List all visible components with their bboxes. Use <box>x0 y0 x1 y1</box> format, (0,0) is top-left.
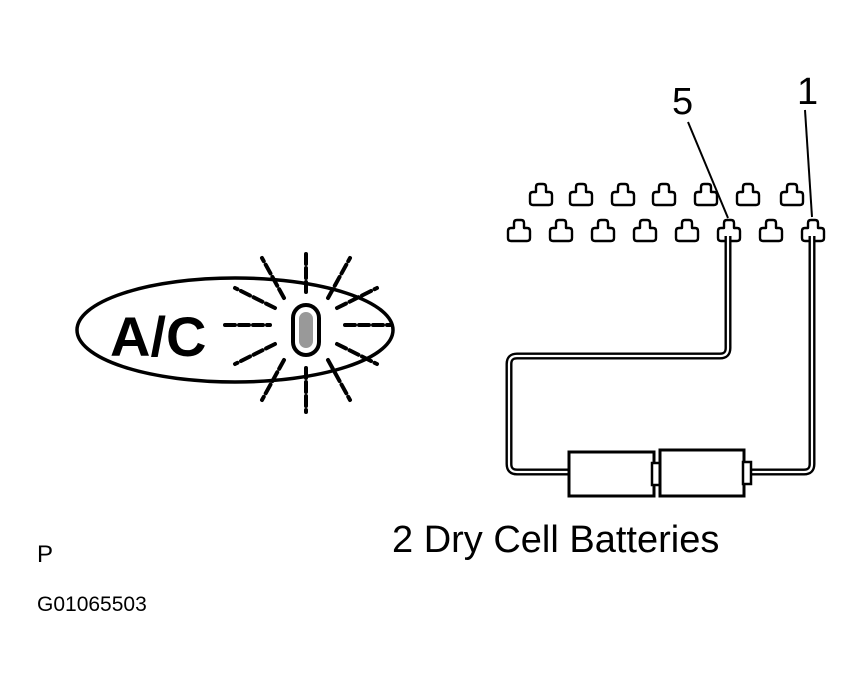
corner-letter: P <box>37 541 53 568</box>
battery-caption: 2 Dry Cell Batteries <box>392 519 719 561</box>
connector-pin-icon <box>716 218 742 243</box>
connector-pin-icon <box>528 182 554 207</box>
leader-line-5 <box>687 121 729 219</box>
connector-pin-icon <box>568 182 594 207</box>
connector-pin-icon <box>693 182 719 207</box>
wire-terminal-5 <box>505 236 732 476</box>
battery-cell-2 <box>658 448 746 498</box>
connector-pin-icon <box>735 182 761 207</box>
connector-pin-icon <box>779 182 805 207</box>
connector-pin-icon <box>506 218 532 243</box>
terminal-label-5: 5 <box>672 81 693 123</box>
connector-pin-icon <box>758 218 784 243</box>
wire-terminal-1 <box>752 236 816 476</box>
connector-pin-icon <box>590 218 616 243</box>
connector-pin-icon <box>610 182 636 207</box>
battery-cell-2-terminal <box>741 460 753 486</box>
lamp-glow-rays <box>223 248 392 414</box>
connector-pin-icon <box>548 218 574 243</box>
ac-indicator: A/C <box>75 248 395 414</box>
indicator-lamp-icon <box>291 303 321 357</box>
ac-indicator-outline <box>75 276 395 384</box>
connector-pin-icon <box>651 182 677 207</box>
dry-cell-batteries <box>567 448 753 498</box>
terminal-label-1: 1 <box>797 71 818 113</box>
dlc-connector <box>506 182 826 243</box>
leader-line-1 <box>804 109 813 218</box>
connector-pin-icon <box>674 218 700 243</box>
connector-pin-icon <box>632 218 658 243</box>
figure-code: G01065503 <box>37 593 147 616</box>
battery-cell-1 <box>567 450 656 498</box>
ac-indicator-label: A/C <box>110 305 206 368</box>
connector-pin-icon <box>800 218 826 243</box>
